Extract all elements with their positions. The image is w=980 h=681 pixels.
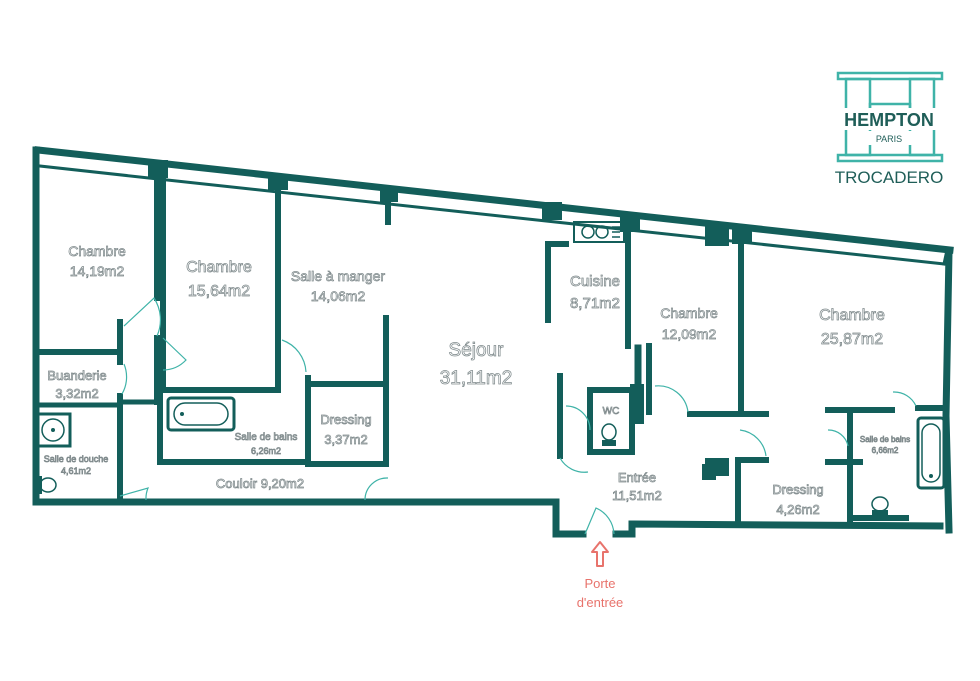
hempton-logo: HEMPTON PARIS TROCADERO	[830, 71, 948, 187]
outer-right-wall	[942, 248, 953, 534]
room-name-chambre-4: Chambre	[819, 307, 885, 324]
logo-location: TROCADERO	[835, 168, 944, 187]
room-name-dressing-2: Dressing	[772, 482, 823, 497]
door-buanderie	[121, 363, 128, 395]
toilet-icon	[36, 476, 57, 494]
room-area-chambre-4: 25,87m2	[821, 331, 883, 348]
room-area-sejour: 31,11m2	[440, 368, 513, 389]
room-name-sejour: Séjour	[449, 340, 505, 361]
room-area-chambre-1: 14,19m2	[70, 263, 125, 279]
room-name-chambre-1: Chambre	[68, 243, 126, 259]
entrance-label-line1: Porte	[584, 576, 615, 591]
shower-icon	[34, 412, 72, 448]
door-entree	[584, 507, 615, 535]
entrance-marker: Porte d'entrée	[577, 541, 624, 610]
room-area-entree: 11,51m2	[612, 488, 662, 503]
door-chambre-2	[162, 337, 187, 371]
pillars	[148, 160, 752, 480]
room-name-entree: Entrée	[618, 470, 656, 485]
door-couloir-left	[119, 487, 150, 501]
room-area-cuisine: 8,71m2	[570, 295, 620, 312]
room-area-dressing-1: 3,37m2	[324, 432, 367, 447]
room-name-wc: WC	[603, 406, 620, 417]
room-name-chambre-3: Chambre	[660, 305, 718, 321]
room-name-buanderie: Buanderie	[47, 368, 106, 383]
bathtub-icon	[166, 396, 236, 432]
room-area-salle-de-bains-1: 6,26m2	[251, 446, 281, 456]
window-line	[38, 164, 946, 266]
room-area-buanderie: 3,32m2	[55, 386, 98, 401]
logo-city: PARIS	[876, 134, 902, 144]
door-chambre-3	[654, 385, 689, 413]
bathtub-icon	[916, 416, 946, 490]
room-area-couloir: 9,20m2	[261, 476, 304, 491]
room-area-chambre-2: 15,64m2	[188, 283, 250, 300]
logo-brand: HEMPTON	[844, 110, 934, 130]
toilet-icon	[871, 496, 889, 516]
doors	[119, 297, 917, 535]
fixtures	[34, 221, 946, 516]
door-cuisine	[559, 457, 589, 473]
outer-top-wall	[34, 146, 954, 254]
toilet-icon	[601, 423, 617, 446]
room-name-chambre-2: Chambre	[186, 259, 252, 276]
entry-recess	[552, 498, 587, 538]
door-couloir-right	[364, 477, 389, 501]
room-name-cuisine: Cuisine	[570, 273, 620, 290]
room-area-salle-de-douche: 4,61m2	[61, 466, 91, 476]
door-chambre-1	[123, 297, 162, 337]
door-chambre-4	[892, 391, 917, 407]
room-name-salle-de-douche: Salle de douche	[44, 454, 109, 464]
room-area-salle-a-manger: 14,06m2	[311, 288, 366, 304]
door-dressing-2	[739, 429, 767, 457]
room-label-couloir: Couloir 9,20m2	[216, 476, 304, 491]
room-name-couloir: Couloir	[216, 476, 258, 491]
door-sdb-2	[827, 429, 849, 447]
room-area-salle-de-bains-2: 6,66m2	[872, 446, 899, 455]
door-wc	[565, 405, 591, 431]
room-name-salle-de-bains-1: Salle de bains	[235, 432, 298, 443]
arrow-up-icon	[591, 541, 609, 567]
entry-recess-right	[612, 520, 944, 538]
room-name-dressing-1: Dressing	[320, 412, 371, 427]
room-labels: Chambre 14,19m2 Chambre 15,64m2 Salle à …	[43, 243, 910, 518]
door-salle-a-manger	[281, 339, 307, 373]
entrance-label-line2: d'entrée	[577, 595, 624, 610]
cooktop-icon	[573, 221, 625, 243]
room-name-salle-de-bains-2: Salle de bains	[860, 435, 910, 444]
room-name-salle-a-manger: Salle à manger	[291, 268, 386, 284]
room-area-chambre-3: 12,09m2	[662, 326, 717, 342]
room-area-dressing-2: 4,26m2	[776, 502, 819, 517]
